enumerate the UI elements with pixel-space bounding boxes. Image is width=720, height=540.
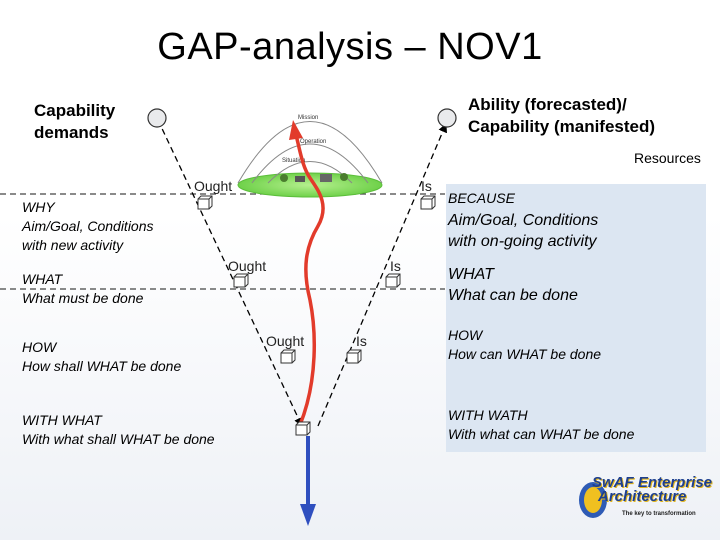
ought-label-1: Ought xyxy=(194,178,233,194)
is-label-2: Is xyxy=(390,258,401,274)
cube-icon xyxy=(233,273,249,288)
red-path-arrow xyxy=(294,134,325,426)
why-title: WHY xyxy=(22,199,55,215)
capability-demands-node xyxy=(147,108,167,128)
situation-label: Situation xyxy=(282,158,305,164)
what-right-block: WHAT What can be done xyxy=(448,264,578,306)
what-right-title: WHAT xyxy=(448,266,494,283)
ability-node xyxy=(437,108,457,128)
with-what-right-line1: With what can WHAT be done xyxy=(448,426,635,442)
what-left-line1: What must be done xyxy=(22,290,144,306)
tree-icon xyxy=(340,173,348,181)
logo-line1: SwAF Enterprise xyxy=(592,474,713,491)
what-left-title: WHAT xyxy=(22,271,63,287)
red-arrowhead xyxy=(289,120,303,140)
ought-label-3: Ought xyxy=(266,333,305,349)
how-left-line1: How shall WHAT be done xyxy=(22,358,182,374)
blue-arrowhead xyxy=(300,504,316,526)
resources-label: Resources xyxy=(634,150,701,166)
left-v-line xyxy=(157,119,303,427)
with-what-left-title: WITH WHAT xyxy=(22,412,102,428)
what-left-block: WHAT What must be done xyxy=(22,270,143,308)
logo-line2: Architecture xyxy=(598,488,687,505)
how-right-title: HOW xyxy=(448,327,483,343)
how-left-title: HOW xyxy=(22,339,57,355)
cube-icon xyxy=(420,195,436,210)
page-title: GAP-analysis – NOV1 xyxy=(157,26,543,68)
tank-icon xyxy=(320,174,332,182)
is-label-3: Is xyxy=(356,333,367,349)
mission-illustration: Mission Operation Situation xyxy=(237,115,383,198)
with-what-left-block: WITH WHAT With what shall WHAT be done xyxy=(22,411,215,449)
because-line1: Aim/Goal, Conditions xyxy=(448,212,599,229)
capability-demands-header: Capability demands xyxy=(34,100,115,144)
why-line1: Aim/Goal, Conditions xyxy=(22,218,154,234)
logo xyxy=(575,458,705,528)
ought-label-2: Ought xyxy=(228,258,267,274)
why-line2: with new activity xyxy=(22,237,124,253)
logo-emblem xyxy=(579,482,607,518)
cube-icon xyxy=(385,273,401,288)
logo-tagline: The key to transformation xyxy=(622,511,696,517)
is-label-1: Is xyxy=(421,178,432,194)
how-right-line1: How can WHAT be done xyxy=(448,346,602,362)
right-panel xyxy=(446,184,706,452)
cube-icon xyxy=(197,195,213,210)
why-block: WHY Aim/Goal, Conditions with new activi… xyxy=(22,198,154,255)
ability-header: Ability (forecasted)/ Capability (manife… xyxy=(468,94,655,138)
because-block: BECAUSE xyxy=(448,189,515,208)
right-header-line2: Capability (manifested) xyxy=(468,117,656,136)
with-what-right-block: WITH WATH With what can WHAT be done xyxy=(448,406,634,444)
vehicle-icon xyxy=(295,176,305,182)
logo-text: SwAF Enterprise Architecture xyxy=(592,474,713,505)
what-right-line1: What can be done xyxy=(448,287,578,304)
because-line2: with on-going activity xyxy=(448,233,597,250)
left-header-line2: demands xyxy=(34,123,109,142)
with-what-right-title: WITH WATH xyxy=(448,407,528,423)
cube-icon xyxy=(295,421,311,436)
tree-icon xyxy=(280,174,288,182)
cube-icon xyxy=(346,349,362,364)
how-right-block: HOW How can WHAT be done xyxy=(448,326,601,364)
right-header-line1: Ability (forecasted)/ xyxy=(468,95,627,114)
because-title: BECAUSE xyxy=(448,190,515,206)
mission-label: Mission xyxy=(298,115,318,121)
operation-label: Operation xyxy=(300,139,326,145)
cube-icon xyxy=(280,349,296,364)
because-detail: Aim/Goal, Conditions with on-going activ… xyxy=(448,210,598,252)
how-left-block: HOW How shall WHAT be done xyxy=(22,338,181,376)
with-what-left-line1: With what shall WHAT be done xyxy=(22,431,215,447)
left-header-line1: Capability xyxy=(34,101,116,120)
right-v-line xyxy=(317,123,447,427)
